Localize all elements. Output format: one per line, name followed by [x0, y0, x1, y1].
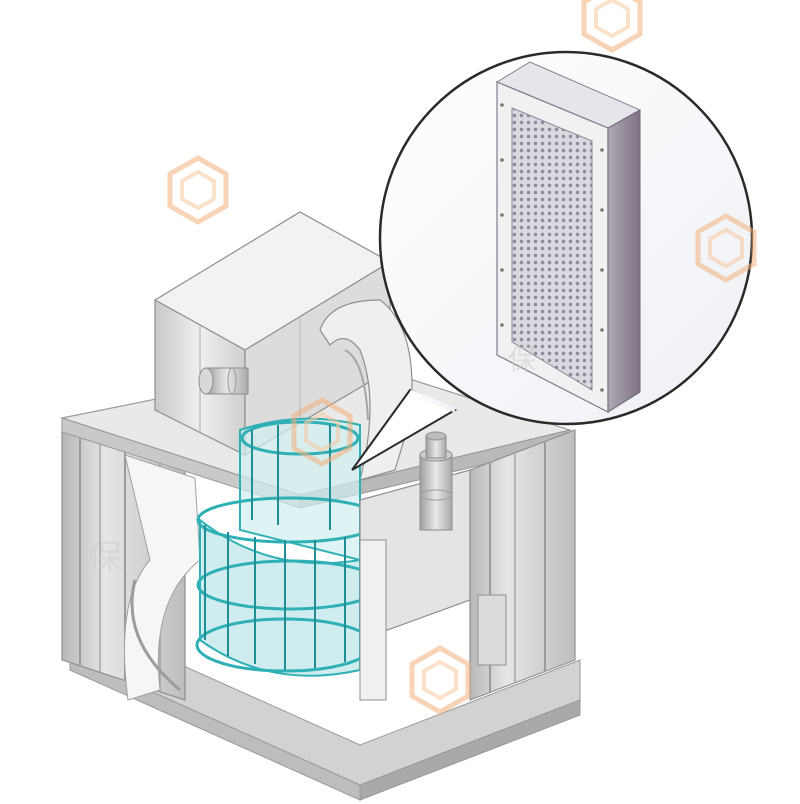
exhaust-stack	[419, 431, 453, 531]
left-housing	[61, 409, 201, 701]
hexagon-logo-icon	[409, 645, 471, 715]
hexagon-logo-icon	[291, 397, 353, 467]
hexagon-logo-icon	[695, 213, 757, 283]
filter-module	[495, 61, 642, 413]
right-housing	[359, 429, 576, 701]
hexagon-logo-icon	[167, 155, 229, 225]
filter-callout	[351, 50, 754, 471]
side-inlet-pipe	[198, 367, 249, 395]
glass-cylinder-cage	[195, 417, 384, 677]
hexagon-logo-icon	[581, 0, 643, 53]
watermark-logos	[167, 0, 757, 715]
